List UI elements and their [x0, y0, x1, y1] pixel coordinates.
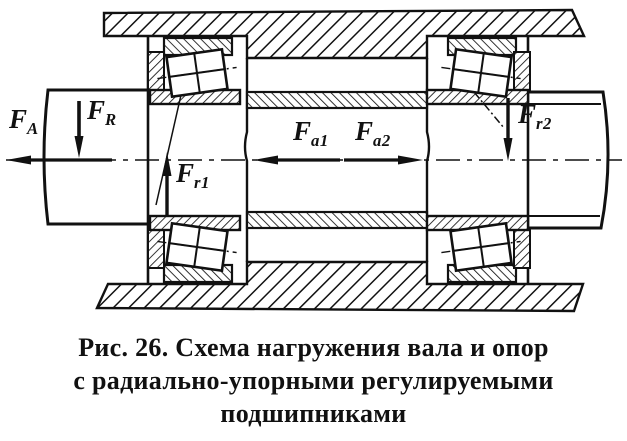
- shoulder-inner-left: [243, 58, 249, 262]
- flange-top-left: [147, 51, 165, 91]
- roller-bottom-right: [441, 221, 521, 273]
- force-arrow-Fa2: [344, 155, 423, 165]
- label-FA: FA: [9, 104, 39, 138]
- bearing-arrangement-drawing: [6, 8, 622, 313]
- label-Fa1: Fa1: [293, 116, 329, 150]
- flange-bottom-right: [513, 229, 531, 269]
- caption-line-3: подшипниками: [220, 399, 407, 428]
- force-arrow-Fr1: [162, 152, 172, 216]
- spacer-sleeve-bottom: [245, 210, 429, 230]
- label-Fr2: Fr2: [518, 99, 552, 133]
- roller-top-left: [157, 47, 237, 99]
- pressure-line-left: [155, 94, 182, 206]
- label-Fr1: Fr1: [176, 158, 210, 192]
- flange-top-right: [513, 51, 531, 91]
- force-arrow-FR: [74, 101, 84, 158]
- figure-caption: Рис. 26. Схема нагружения вала и опор с …: [0, 331, 627, 430]
- force-arrow-FA: [6, 155, 112, 165]
- label-FR: FR: [87, 95, 117, 129]
- force-arrow-Fa1: [253, 155, 340, 165]
- pressure-line-right: [473, 91, 505, 129]
- caption-line-2: с радиально-упорными регулируемыми: [73, 366, 554, 395]
- roller-top-right: [441, 47, 521, 99]
- shaft-left-end: [42, 88, 150, 226]
- force-arrow-Fr2: [503, 98, 513, 161]
- flange-bottom-left: [147, 229, 165, 269]
- label-Fa2: Fa2: [355, 116, 391, 150]
- spacer-sleeve-top: [245, 90, 429, 110]
- caption-line-1: Рис. 26. Схема нагружения вала и опор: [78, 333, 549, 362]
- roller-bottom-left: [157, 221, 237, 273]
- shoulder-inner-right: [425, 58, 431, 262]
